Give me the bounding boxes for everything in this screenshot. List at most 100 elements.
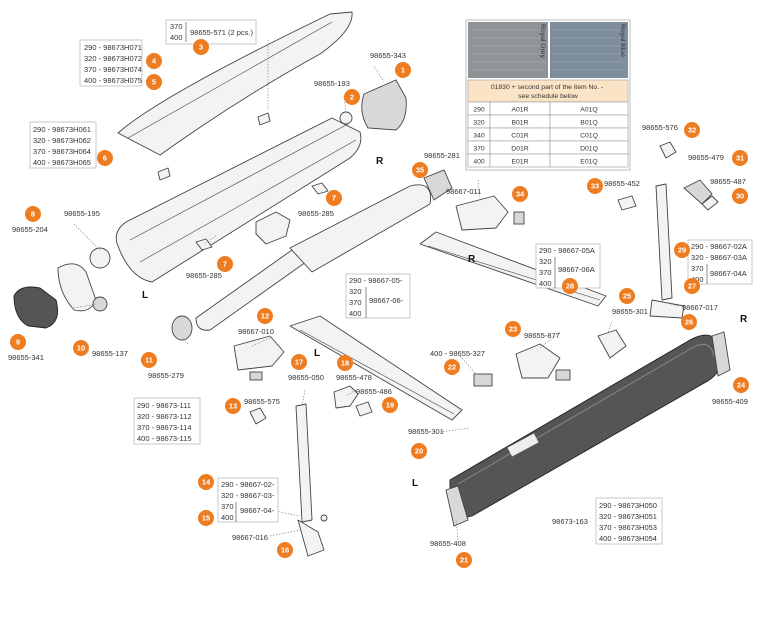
svg-text:290 - 98667-05-: 290 - 98667-05- bbox=[349, 276, 403, 285]
callout-number: 1 bbox=[401, 66, 405, 75]
svg-text:400 - 98673H065: 400 - 98673H065 bbox=[33, 158, 91, 167]
part-code: 98655-408 bbox=[430, 539, 466, 548]
callout-badge bbox=[505, 321, 521, 337]
table-cell: 340 bbox=[473, 133, 485, 140]
svg-text:370 - 98673H053: 370 - 98673H053 bbox=[599, 523, 657, 532]
callout-badge bbox=[674, 242, 690, 258]
callout-badge bbox=[382, 397, 398, 413]
label-size: 370 bbox=[170, 22, 183, 31]
part-code: 98667-011 bbox=[446, 187, 481, 196]
callout-number: 30 bbox=[736, 192, 744, 201]
svg-text:320: 320 bbox=[349, 287, 362, 296]
svg-text:98667-04A: 98667-04A bbox=[710, 269, 747, 278]
callout-badge bbox=[291, 354, 307, 370]
label-group-3: 370 400 98655-571 (2 pcs.) bbox=[165, 19, 257, 45]
table-cell: 370 bbox=[473, 146, 485, 153]
cover-clip bbox=[257, 112, 271, 126]
table-cell: D01Q bbox=[580, 146, 598, 153]
label-group-front-profile: 290 - 98673H050 320 - 98673H051 370 - 98… bbox=[595, 497, 663, 545]
label-group-14-15: 290 - 98667-02- 320 - 98667-03- 370 400 … bbox=[217, 477, 279, 523]
callout-number: 6 bbox=[103, 154, 107, 163]
svg-text:400 - 98673H075: 400 - 98673H075 bbox=[84, 76, 142, 85]
svg-text:290 - 98673H061: 290 - 98673H061 bbox=[33, 125, 91, 134]
left-horizontal-arm bbox=[289, 315, 463, 421]
arm-clip-part bbox=[249, 371, 263, 381]
part-code: 400 - 98655-327 bbox=[430, 349, 485, 358]
svg-text:320 - 98667-03-: 320 - 98667-03- bbox=[221, 491, 275, 500]
svg-text:290 - 98667-05A: 290 - 98667-05A bbox=[539, 246, 595, 255]
swatch-label: Royal Blue bbox=[619, 24, 626, 57]
table-cell: B01R bbox=[511, 120, 528, 127]
callout-badge bbox=[146, 74, 162, 90]
svg-text:320 - 98667-03A: 320 - 98667-03A bbox=[691, 253, 747, 262]
part-code: 98655-301 bbox=[408, 427, 444, 436]
callout-number: 5 bbox=[152, 78, 156, 87]
svg-text:400: 400 bbox=[691, 275, 704, 284]
callout-number: 33 bbox=[591, 182, 599, 191]
front-left-cap-part bbox=[445, 485, 469, 527]
callout-badge bbox=[198, 474, 214, 490]
callout-badge bbox=[411, 443, 427, 459]
left-arm-foot bbox=[297, 519, 325, 557]
part-code: 98655-571 (2 pcs.) bbox=[190, 28, 253, 37]
roller-tube bbox=[195, 249, 307, 331]
side-marker: L bbox=[142, 290, 148, 301]
callout-number: 15 bbox=[202, 514, 210, 523]
svg-text:290 - 98673H071: 290 - 98673H071 bbox=[84, 43, 142, 52]
callout-badge bbox=[732, 150, 748, 166]
part-code: 98655-193 bbox=[314, 79, 350, 88]
table-cell: E01R bbox=[511, 159, 528, 166]
svg-text:290 - 98673-111: 290 - 98673-111 bbox=[137, 401, 191, 410]
label-group-6: 290 - 98673H061 320 - 98673H062 370 - 98… bbox=[29, 121, 97, 169]
royal-grey-swatch bbox=[468, 22, 548, 78]
callout-badge bbox=[684, 278, 700, 294]
callout-badge bbox=[681, 314, 697, 330]
callout-number: 18 bbox=[341, 359, 349, 368]
side-marker: L bbox=[314, 348, 320, 359]
table-cell: D01R bbox=[511, 146, 528, 153]
table-cell: E01Q bbox=[580, 159, 597, 166]
table-header: 01830 + second part of the item No. - se… bbox=[491, 84, 605, 100]
table-cell: C01Q bbox=[580, 133, 598, 140]
arm-mount-301 bbox=[597, 329, 627, 359]
label-group-4-5: 290 - 98673H071 320 - 98673H072 370 - 98… bbox=[79, 39, 143, 87]
callout-number: 26 bbox=[685, 318, 693, 327]
part-code: 98655-281 bbox=[424, 151, 460, 160]
table-cell: A01R bbox=[511, 107, 528, 114]
part-code: 98667-010 bbox=[238, 327, 274, 336]
table-cell: B01Q bbox=[580, 120, 597, 127]
table-cell: C01R bbox=[511, 133, 528, 140]
part-code: 98655-341 bbox=[8, 353, 44, 362]
front-profile-part bbox=[449, 334, 723, 518]
left-arm-part bbox=[295, 403, 313, 523]
table-cell: 400 bbox=[473, 159, 485, 166]
callout-badge bbox=[733, 377, 749, 393]
callout-badge bbox=[337, 355, 353, 371]
bush-part bbox=[339, 111, 353, 125]
lever-part bbox=[683, 179, 713, 205]
svg-text:370 - 98673H064: 370 - 98673H064 bbox=[33, 147, 91, 156]
part-code: 98655-877 bbox=[524, 331, 560, 340]
bracket-part-877 bbox=[515, 343, 561, 379]
callout-badge bbox=[146, 53, 162, 69]
part-code: 98655-409 bbox=[712, 397, 748, 406]
callout-number: 21 bbox=[460, 556, 468, 565]
right-arm-part bbox=[655, 183, 673, 301]
part-code: 98655-576 bbox=[642, 123, 678, 132]
arm-mount-part bbox=[233, 335, 285, 371]
callout-number: 7 bbox=[332, 194, 336, 203]
part-code: 98655-137 bbox=[92, 349, 128, 358]
right-arm-foot bbox=[649, 299, 685, 319]
part-code: 98655-204 bbox=[12, 225, 48, 234]
svg-text:320 - 98673-112: 320 - 98673-112 bbox=[137, 412, 192, 421]
side-marker: R bbox=[468, 254, 476, 265]
table-cell-bg bbox=[549, 153, 629, 168]
label-size: 400 bbox=[170, 33, 183, 42]
callout-badge bbox=[25, 206, 41, 222]
callout-number: 2 bbox=[350, 93, 354, 102]
callout-badge bbox=[217, 256, 233, 272]
arm-hinge-part bbox=[333, 385, 359, 409]
svg-text:370: 370 bbox=[691, 264, 704, 273]
part-code: 98655-575 bbox=[244, 397, 280, 406]
